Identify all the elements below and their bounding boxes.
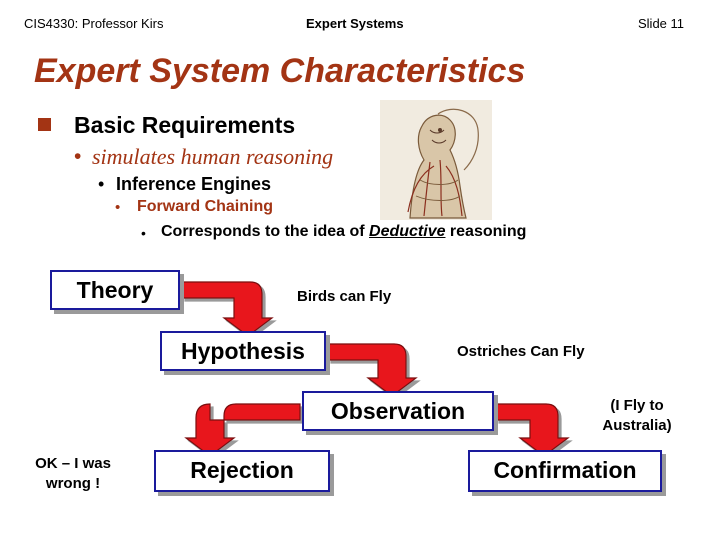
note-line: OK – I was (35, 455, 111, 472)
anatomy-illustration-icon (380, 100, 492, 220)
bullet-text-emphasis: Deductive (369, 223, 446, 240)
node-hypothesis: Hypothesis (160, 331, 326, 371)
note-line: wrong ! (45, 475, 101, 492)
bullet-inference-engines: Inference Engines (116, 174, 272, 194)
dot-bullet-icon: • (74, 145, 82, 168)
header-topic: Expert Systems (306, 16, 404, 31)
note-ostriches-can-fly: Ostriches Can Fly (457, 343, 585, 360)
bullet-basic-requirements: Basic Requirements (74, 112, 296, 138)
square-bullet-icon (38, 118, 51, 131)
arrow-hypothesis-to-observation (327, 343, 418, 397)
bullet-text-prefix: Corresponds to the idea of (161, 223, 370, 240)
node-rejection: Rejection (154, 450, 330, 492)
dot-bullet-icon: • (98, 174, 105, 194)
bullet-simulates-reasoning: simulates human reasoning (92, 144, 334, 169)
note-line: Australia) (602, 417, 672, 434)
bullet-deductive-reasoning: Corresponds to the idea of Deductive rea… (161, 223, 526, 241)
bullet-forward-chaining: Forward Chaining (137, 198, 273, 215)
node-observation: Observation (302, 391, 494, 431)
note-ok-i-was-wrong: OK – I was wrong ! (18, 454, 128, 494)
bullet-text-suffix: reasoning (445, 223, 527, 240)
arrow-theory-to-hypothesis (181, 281, 274, 337)
dot-bullet-icon: • (115, 199, 121, 216)
slide-title: Expert System Characteristics (34, 52, 526, 90)
header-slide-number: Slide 11 (638, 16, 685, 31)
note-birds-can-fly: Birds can Fly (297, 288, 392, 305)
dot-bullet-icon: • (141, 225, 146, 241)
header-course: CIS4330: Professor Kirs (24, 16, 164, 31)
note-fly-to-australia: (I Fly to Australia) (592, 396, 682, 436)
node-confirmation: Confirmation (468, 450, 662, 492)
node-theory: Theory (50, 270, 180, 310)
arrow-observation-to-rejection (184, 403, 301, 457)
arrow-observation-to-confirmation (495, 403, 570, 457)
note-line: (I Fly to (610, 397, 664, 414)
